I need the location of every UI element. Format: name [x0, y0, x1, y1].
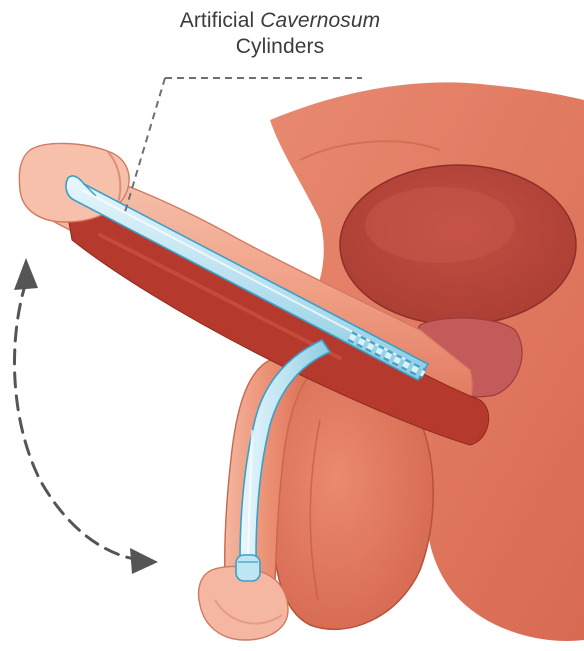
bladder-highlight	[365, 187, 515, 263]
cylinder-flaccid-tip	[236, 555, 260, 581]
curved-double-arrow-icon	[14, 258, 158, 574]
